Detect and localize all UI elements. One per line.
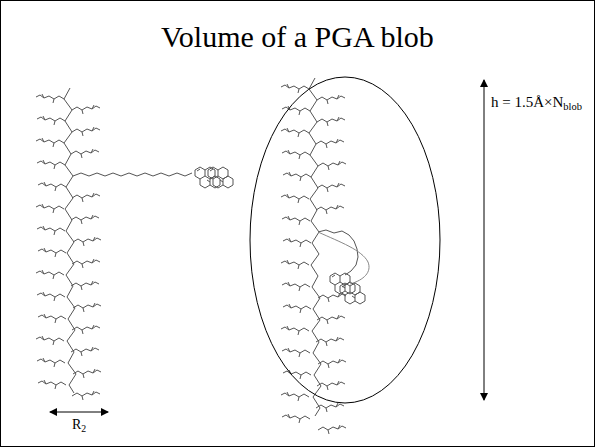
dimension-text: h = 1.5Å×N <box>491 94 563 110</box>
slide-title: Volume of a PGA blob <box>161 20 434 54</box>
dimension-label: R2 <box>72 417 86 434</box>
dimension-label: h = 1.5Å×Nblob <box>491 94 582 112</box>
subscript: 2 <box>81 423 86 434</box>
subscript: blob <box>563 101 582 112</box>
dimension-text: R <box>72 417 81 432</box>
